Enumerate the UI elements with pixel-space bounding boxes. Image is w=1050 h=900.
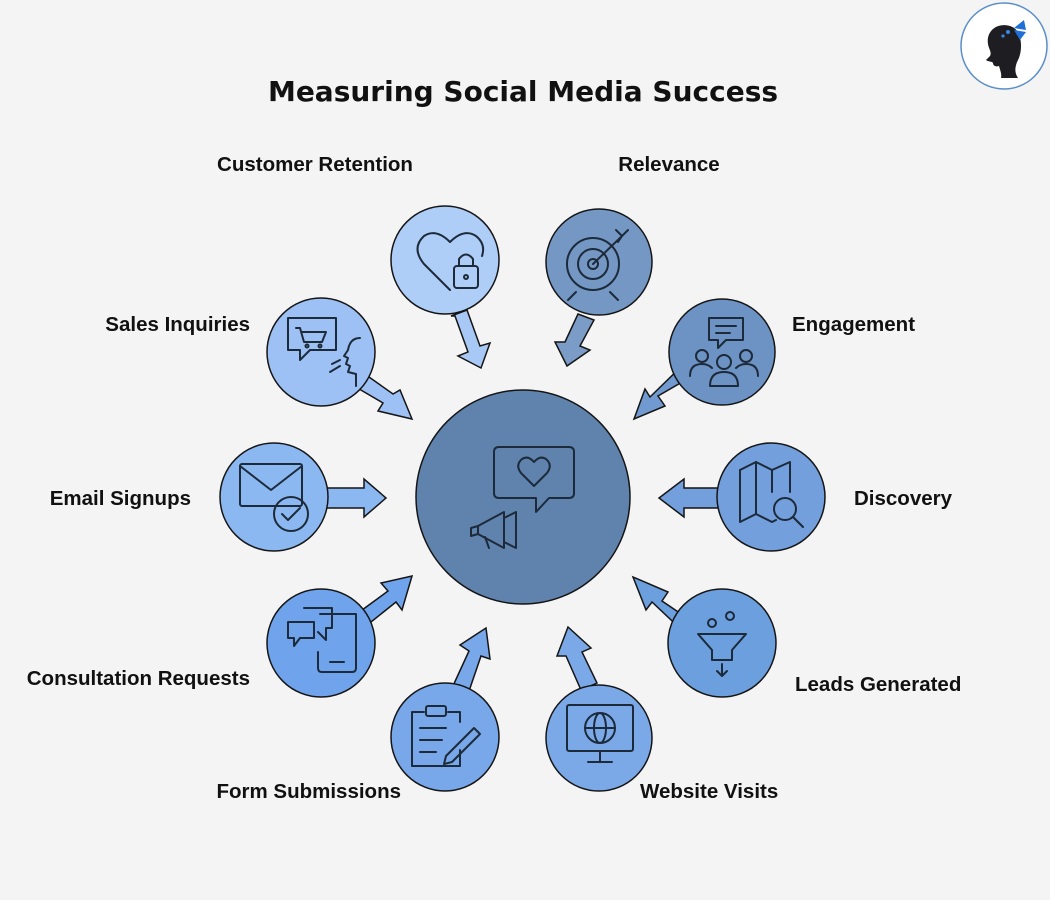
phone-chat-icon — [287, 607, 357, 673]
node-customer-retention — [390, 205, 500, 315]
label-leads-generated: Leads Generated — [795, 673, 961, 696]
heart-lock-icon — [416, 232, 485, 291]
center-hub — [415, 389, 631, 605]
page-title: Measuring Social Media Success — [268, 75, 778, 108]
node-consultation-requests — [266, 588, 376, 698]
label-email-signups: Email Signups — [50, 487, 191, 510]
group-chat-icon — [689, 317, 759, 387]
label-form-submissions: Form Submissions — [216, 780, 401, 803]
label-website-visits: Website Visits — [640, 780, 778, 803]
label-consultation-requests: Consultation Requests — [27, 667, 250, 690]
node-sales-inquiries — [266, 297, 376, 407]
node-website-visits — [545, 684, 653, 792]
label-discovery: Discovery — [854, 487, 953, 510]
arrow-email-signups — [323, 477, 388, 519]
arrow-customer-retention — [450, 309, 492, 370]
map-search-icon — [739, 461, 804, 528]
node-form-submissions — [390, 682, 500, 792]
label-engagement: Engagement — [792, 313, 915, 336]
monitor-globe-icon — [566, 704, 634, 763]
arrow-discovery — [657, 477, 721, 519]
clipboard-pen-icon — [411, 705, 481, 767]
funnel-icon — [697, 611, 747, 677]
node-discovery — [716, 442, 826, 552]
chat-heart-megaphone-icon — [470, 446, 575, 549]
node-engagement — [668, 298, 776, 406]
label-sales-inquiries: Sales Inquiries — [105, 313, 250, 336]
envelope-check-icon — [239, 463, 309, 532]
label-relevance: Relevance — [618, 153, 719, 176]
arrow-form-submissions — [450, 626, 491, 695]
arrow-website-visits — [555, 625, 599, 691]
target-arrow-icon — [566, 229, 629, 301]
cart-speech-icon — [287, 317, 361, 387]
labels: Customer Retention Relevance Engagement … — [27, 153, 962, 803]
node-relevance — [545, 208, 653, 316]
node-email-signups — [219, 442, 329, 552]
arrow-relevance — [553, 313, 596, 368]
brand-logo — [960, 2, 1048, 90]
label-customer-retention: Customer Retention — [217, 153, 413, 176]
node-leads-generated — [667, 588, 777, 698]
